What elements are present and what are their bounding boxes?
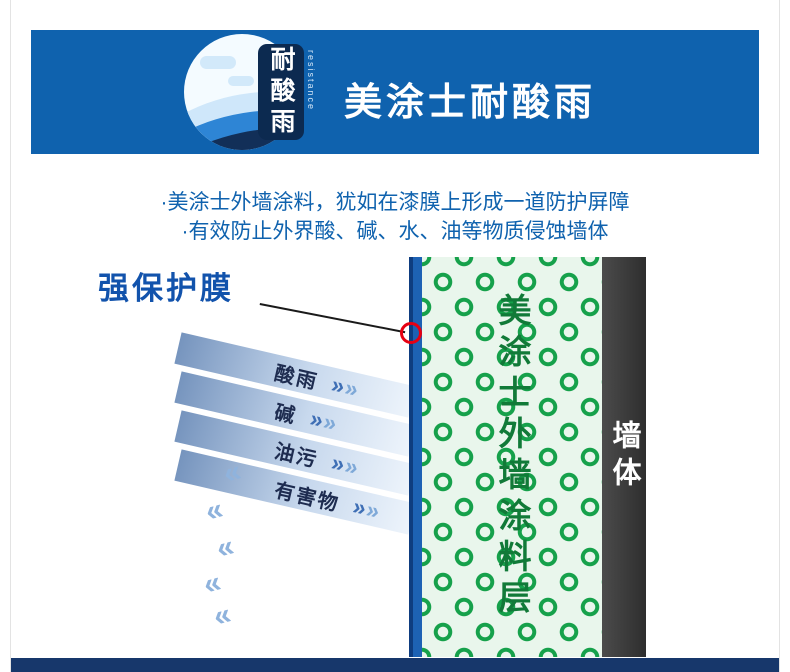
page-title: 美涂士耐酸雨: [344, 82, 597, 124]
page-edge-right: [779, 0, 780, 672]
chevron-left-icon: «: [199, 565, 225, 602]
header-banner: [31, 30, 759, 154]
footer-bar: [11, 658, 779, 672]
intro-line-1: ·美涂士外墙涂料，犹如在漆膜上形成一道防护屏障: [160, 191, 630, 214]
wall-label: 墙体: [608, 420, 640, 494]
band-label: 碱: [272, 401, 299, 428]
pointer-line: [259, 303, 406, 334]
wall-panel: 墙体: [602, 257, 646, 657]
badge-subtext: resistance: [306, 50, 316, 112]
badge-label: 耐酸雨: [267, 45, 295, 139]
band-label: 有害物: [272, 479, 342, 516]
chevron-right-icon: »»: [350, 492, 384, 524]
cloud-icon: [200, 56, 236, 69]
film-marker-circle: [400, 322, 422, 344]
intro-line-2: ·有效防止外界酸、碱、水、油等物质侵蚀墙体: [181, 220, 609, 243]
paint-layer-panel: 美涂士外墙涂料层: [422, 257, 602, 657]
band-label: 酸雨: [272, 362, 321, 394]
paint-layer-label: 美涂士外墙涂料层: [494, 293, 531, 621]
cloud-icon: [228, 76, 254, 86]
protective-film-bar: [409, 257, 422, 657]
page-edge-left: [10, 0, 11, 672]
band-label: 油污: [272, 440, 321, 472]
protective-film-headline: 强保护膜: [98, 271, 234, 306]
chevron-left-icon: «: [209, 597, 235, 634]
chevron-right-icon: »»: [307, 404, 341, 436]
resistance-badge: 耐酸雨: [258, 44, 304, 140]
chevron-left-icon: «: [201, 492, 227, 529]
chevron-right-icon: »»: [329, 448, 362, 480]
chevron-right-icon: »»: [329, 370, 362, 402]
chevron-left-icon: «: [212, 529, 238, 566]
